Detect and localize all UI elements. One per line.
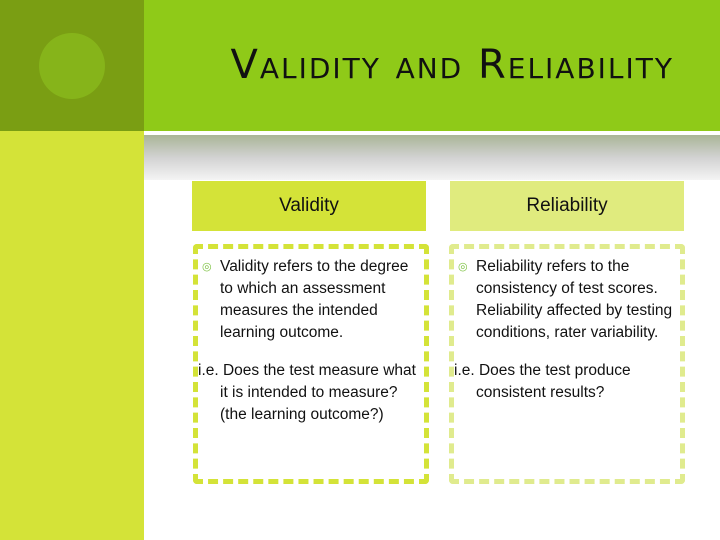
validity-content-box: ◎ Validity refers to the degree to which… bbox=[193, 244, 429, 484]
left-accent-block-dark bbox=[0, 0, 144, 131]
concentric-circle-bullet-icon: ◎ bbox=[458, 261, 468, 273]
concentric-circle-bullet-icon: ◎ bbox=[202, 261, 212, 273]
reliability-note: i.e. Does the test produce consistent re… bbox=[454, 362, 631, 401]
title-bar: Validity and Reliability bbox=[144, 0, 720, 131]
reliability-content-box: ◎ Reliability refers to the consistency … bbox=[449, 244, 685, 484]
left-accent-block-light bbox=[0, 131, 144, 540]
reliability-bullet: ◎ Reliability refers to the consistency … bbox=[454, 256, 680, 344]
title-shadow-gradient bbox=[144, 135, 720, 180]
validity-definition: Validity refers to the degree to which a… bbox=[220, 258, 409, 341]
slide-title: Validity and Reliability bbox=[230, 42, 674, 88]
validity-note: i.e. Does the test measure what it is in… bbox=[198, 362, 416, 423]
reliability-header: Reliability bbox=[450, 181, 684, 231]
reliability-definition: Reliability refers to the consistency of… bbox=[476, 258, 673, 341]
title-divider bbox=[144, 131, 720, 135]
validity-bullet: ◎ Validity refers to the degree to which… bbox=[198, 256, 424, 344]
decorative-circle-icon bbox=[39, 33, 105, 99]
validity-header: Validity bbox=[192, 181, 426, 231]
